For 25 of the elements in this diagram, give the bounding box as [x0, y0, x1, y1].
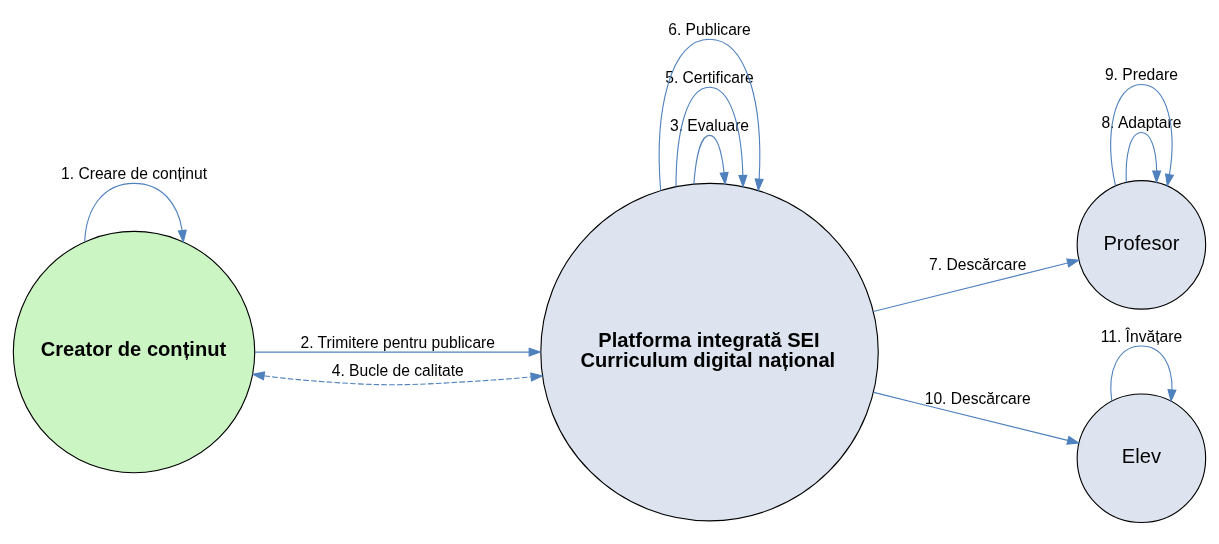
arrow: [1110, 83, 1175, 187]
arrow: [658, 38, 764, 192]
arrow: [675, 86, 748, 188]
arrow: [251, 370, 544, 385]
edge-label: 11. Învățare: [1100, 327, 1183, 345]
arrow: [84, 182, 187, 243]
arrow: [872, 258, 1081, 312]
arrow: [1110, 344, 1177, 403]
edge-label: 1. Creare de conținut: [61, 164, 207, 182]
edge-label: 10. Descărcare: [924, 389, 1031, 407]
edge-label: 7. Descărcare: [929, 255, 1027, 273]
edge-label: 2. Trimitere pentru publicare: [300, 333, 496, 351]
arrow: [693, 134, 729, 186]
edge-label: 6. Publicare: [668, 20, 751, 38]
edge-label: 9. Predare: [1104, 65, 1178, 83]
edge-label: 5. Certificare: [665, 68, 754, 86]
arrow: [1125, 131, 1162, 184]
arrow: [254, 346, 543, 357]
edge-label: 4. Bucle de calitate: [331, 361, 464, 379]
arrow: [873, 391, 1081, 445]
node-circle: Elev: [1076, 392, 1207, 523]
edge-label: 8. Adaptare: [1101, 113, 1182, 131]
node-circle: Profesor: [1076, 179, 1207, 310]
node-circle: Platforma integrată SEI Curriculum digital național: [540, 182, 879, 521]
edge-label: 3. Evaluare: [669, 116, 750, 134]
